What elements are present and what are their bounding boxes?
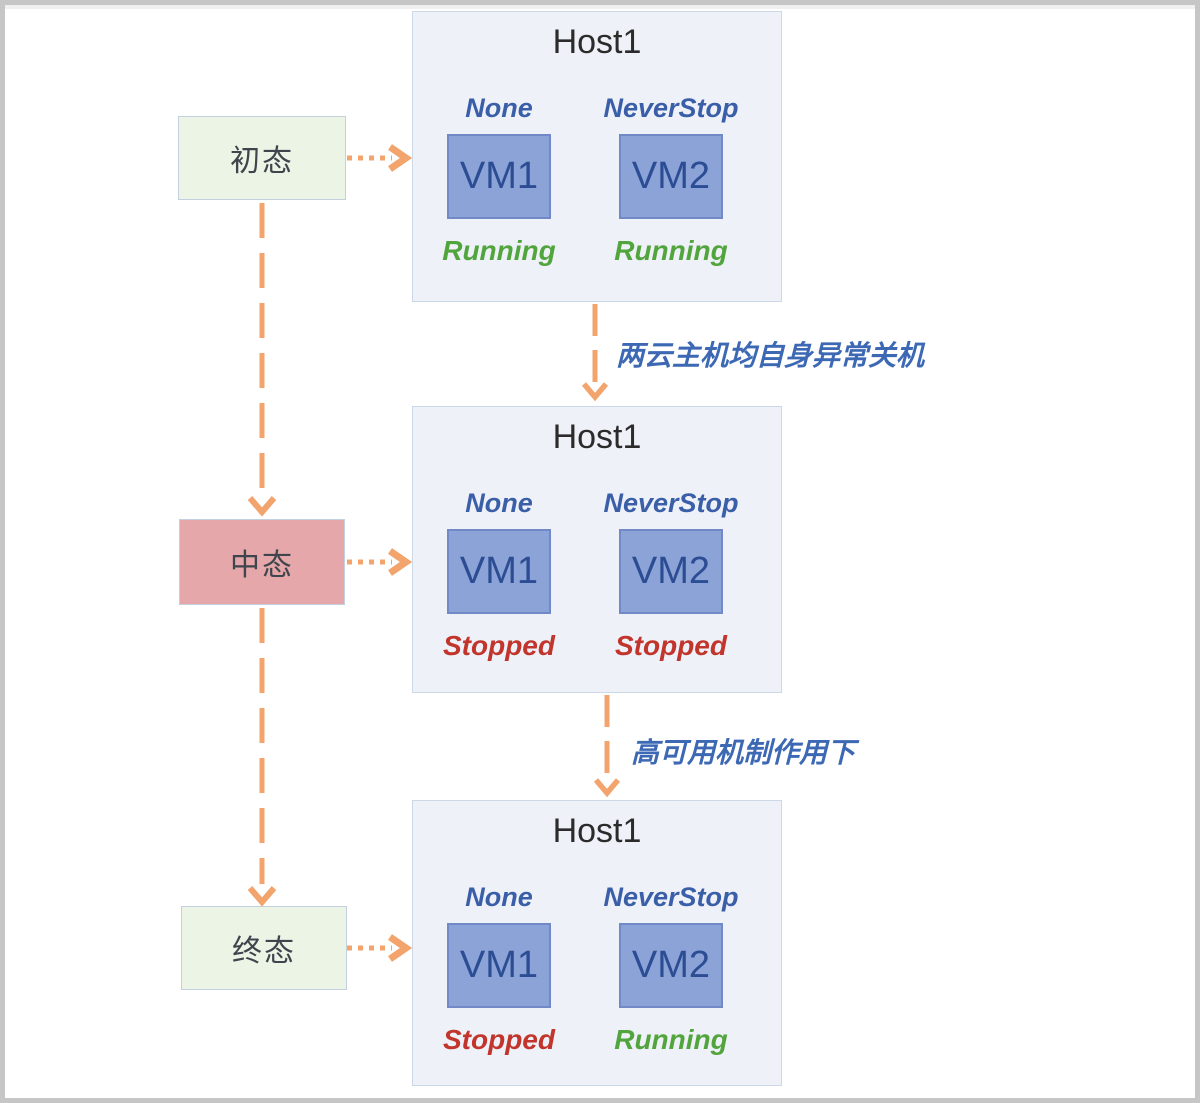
vm-column-vm2: NeverStop VM2 Running — [591, 877, 751, 1056]
vm-name: VM2 — [631, 550, 711, 592]
vm-name: VM2 — [631, 155, 711, 197]
vm-status: Running — [614, 1024, 728, 1055]
arrow-middle-to-host2 — [347, 548, 413, 576]
state-label-final: 终态 — [232, 935, 296, 968]
arrowhead-icon — [247, 886, 277, 907]
arrow-final-to-host3 — [347, 934, 413, 962]
host-box-3: Host1 None VM1 Stopped NeverStop VM2 Run… — [412, 800, 782, 1086]
vm-column-vm2: NeverStop VM2 Running — [591, 88, 751, 267]
vm-name: VM1 — [459, 550, 539, 592]
state-label-middle: 中态 — [230, 549, 294, 582]
vm-status: Running — [614, 235, 728, 266]
host-title: Host1 — [552, 418, 642, 456]
arrowhead-icon — [388, 548, 413, 576]
vm-box: VM2 — [619, 923, 723, 1008]
state-box-middle: 中态 — [179, 519, 345, 605]
vm-box: VM2 — [619, 529, 723, 614]
vm-column-vm2: NeverStop VM2 Stopped — [591, 483, 751, 662]
state-label-initial: 初态 — [230, 145, 294, 178]
vm-column-vm1: None VM1 Stopped — [419, 877, 579, 1056]
arrowhead-icon — [388, 934, 413, 962]
vm-box: VM1 — [447, 529, 551, 614]
vm-policy-label: NeverStop — [603, 882, 739, 912]
vm-policy-label: NeverStop — [603, 93, 739, 123]
arrow-host2-to-host3 — [593, 695, 621, 798]
arrowhead-icon — [593, 778, 621, 798]
transition-label-2: 高可用机制作用下 — [631, 737, 856, 768]
host-box-2: Host1 None VM1 Stopped NeverStop VM2 Sto… — [412, 406, 782, 693]
state-box-final: 终态 — [181, 906, 347, 990]
vm-name: VM1 — [459, 155, 539, 197]
vm-policy-label: None — [465, 488, 533, 518]
arrow-middle-to-final — [247, 608, 277, 907]
vm-status: Stopped — [443, 1024, 555, 1055]
vm-status: Stopped — [443, 630, 555, 661]
frame-top-strip — [5, 5, 1195, 9]
arrowhead-icon — [388, 144, 413, 172]
host-title: Host1 — [552, 812, 642, 850]
vm-policy-label: None — [465, 93, 533, 123]
vm-policy-label: None — [465, 882, 533, 912]
vm-policy-label: NeverStop — [603, 488, 739, 518]
vm-box: VM2 — [619, 134, 723, 219]
vm-status: Stopped — [615, 630, 727, 661]
host-box-1: Host1 None VM1 Running NeverStop VM2 Run… — [412, 11, 782, 302]
arrowhead-icon — [581, 382, 609, 402]
vm-name: VM1 — [459, 944, 539, 986]
arrow-initial-to-host1 — [347, 144, 413, 172]
arrow-initial-to-middle — [247, 203, 277, 517]
vm-box: VM1 — [447, 923, 551, 1008]
transition-label-1: 两云主机均自身异常关机 — [616, 340, 925, 371]
state-box-initial: 初态 — [178, 116, 346, 200]
vm-column-vm1: None VM1 Stopped — [419, 483, 579, 662]
host-title: Host1 — [552, 23, 642, 61]
vm-name: VM2 — [631, 944, 711, 986]
vm-box: VM1 — [447, 134, 551, 219]
vm-status: Running — [442, 235, 556, 266]
arrowhead-icon — [247, 496, 277, 517]
arrow-host1-to-host2 — [581, 304, 609, 402]
vm-column-vm1: None VM1 Running — [419, 88, 579, 267]
